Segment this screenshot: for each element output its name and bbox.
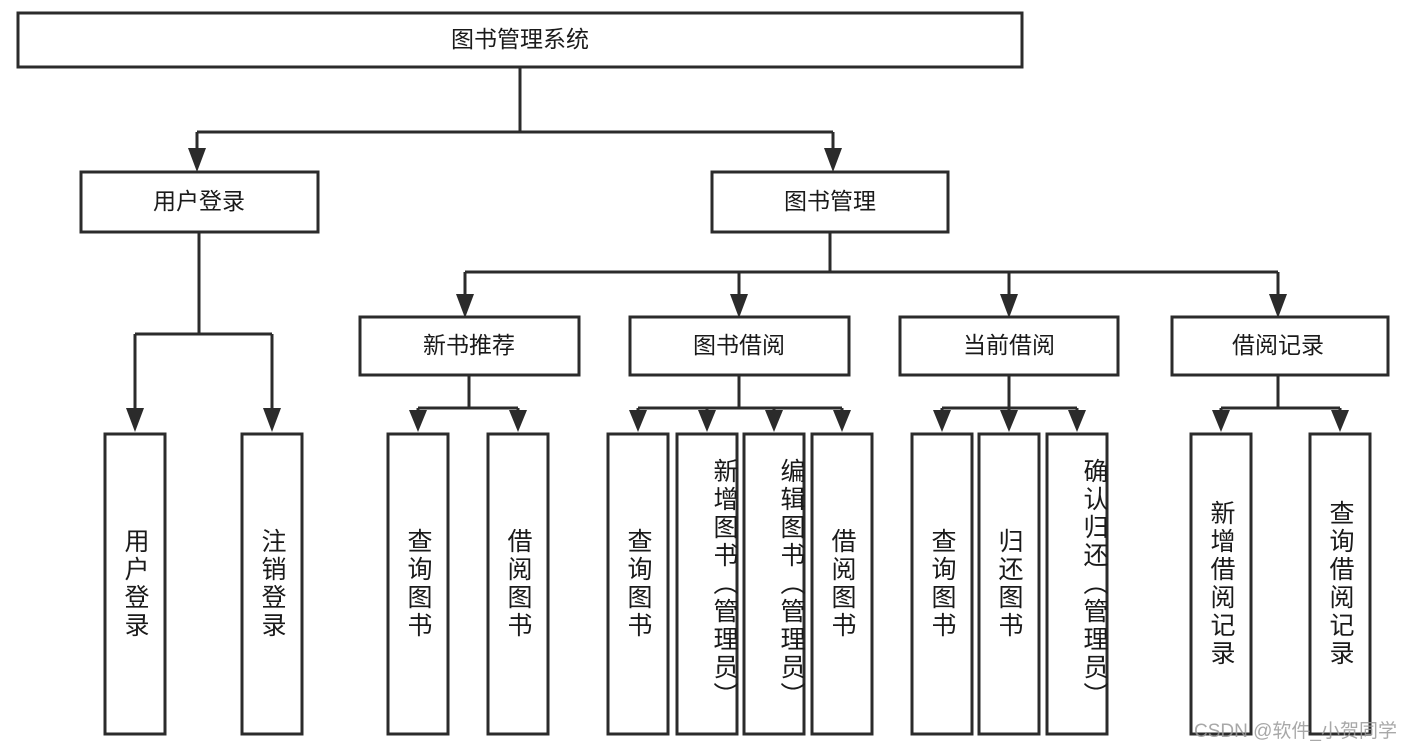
leaf-box-confirm-return[interactable] (1045, 432, 1109, 736)
node-new-book-recommend-label: 新书推荐 (423, 332, 515, 358)
connector-borrow-book-children (629, 375, 851, 432)
leaf-box-add-record[interactable] (1189, 432, 1253, 736)
node-book-borrow[interactable]: 图书借阅 (628, 315, 851, 377)
node-book-management[interactable]: 图书管理 (710, 170, 950, 234)
node-user-login-label: 用户登录 (153, 188, 245, 214)
connector-user-login-children (126, 232, 281, 432)
leaf-box-borrow-book-1[interactable] (486, 432, 550, 736)
node-book-management-label: 图书管理 (784, 188, 876, 214)
node-current-borrow[interactable]: 当前借阅 (898, 315, 1120, 377)
leaf-box-logout[interactable] (240, 432, 304, 736)
node-root-label: 图书管理系统 (451, 26, 589, 52)
node-user-login[interactable]: 用户登录 (79, 170, 320, 234)
leaf-box-query-book-1[interactable] (386, 432, 450, 736)
leaf-box-query-book-3[interactable] (910, 432, 974, 736)
node-book-borrow-label: 图书借阅 (693, 332, 785, 358)
leaf-box-query-book-2[interactable] (606, 432, 670, 736)
connector-borrow-record-children (1212, 375, 1349, 432)
node-current-borrow-label: 当前借阅 (963, 332, 1055, 358)
leaf-box-query-record[interactable] (1308, 432, 1372, 736)
node-root[interactable]: 图书管理系统 (16, 11, 1024, 69)
connector-book-mgmt-children (456, 232, 1287, 318)
node-borrow-record-label: 借阅记录 (1232, 332, 1324, 358)
connector-new-book-children (409, 375, 527, 432)
leaf-box-return-book[interactable] (977, 432, 1041, 736)
node-new-book-recommend[interactable]: 新书推荐 (358, 315, 581, 377)
leaf-box-user-login[interactable] (103, 432, 167, 736)
node-borrow-record[interactable]: 借阅记录 (1170, 315, 1390, 377)
connector-current-borrow-children (933, 375, 1086, 432)
leaf-box-borrow-book-2[interactable] (810, 432, 874, 736)
leaf-box-add-book[interactable] (675, 432, 739, 736)
connector-root-trunk (188, 67, 842, 172)
leaf-box-edit-book[interactable] (742, 432, 806, 736)
csdn-watermark: CSDN @软件_小贺同学 (1194, 721, 1397, 742)
